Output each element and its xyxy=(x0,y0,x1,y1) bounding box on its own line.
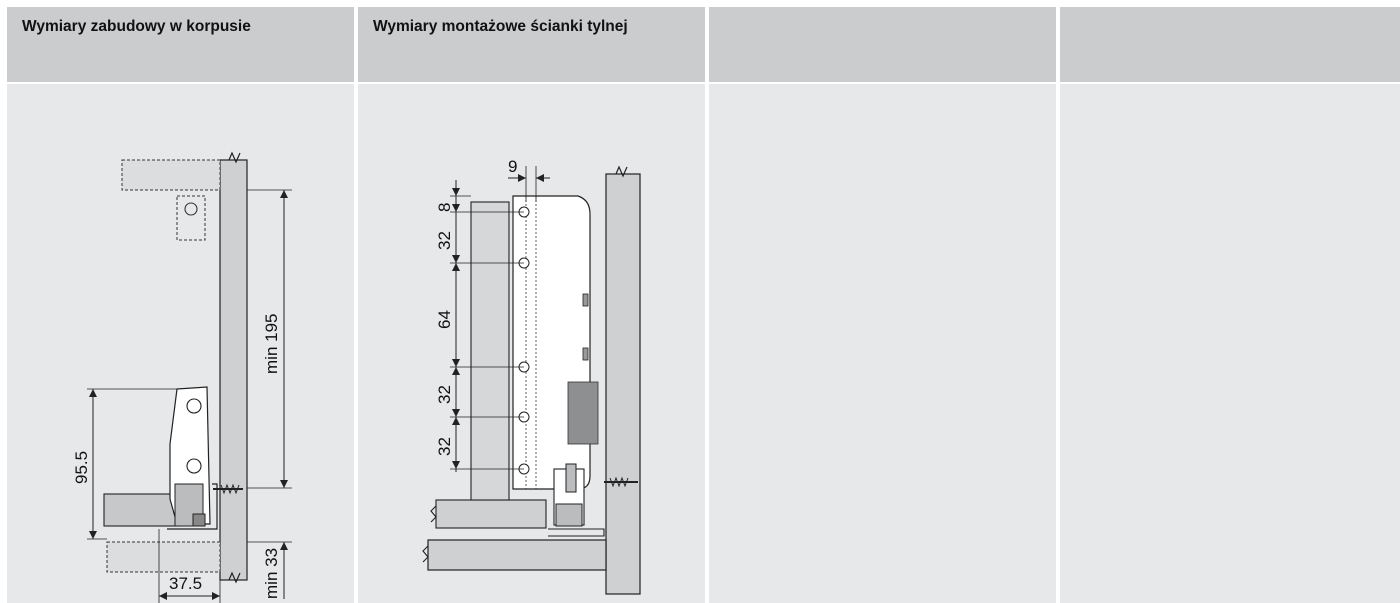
column-installation-dimensions: Wymiary zabudowy w korpusie xyxy=(7,7,354,603)
back-panel-mounting-drawing: 9 8 32 64 32 32 xyxy=(422,157,641,595)
column-title: Wymiary zabudowy w korpusie xyxy=(22,18,251,35)
column-body xyxy=(1060,84,1400,603)
cabinet-installation-drawing: min 195 min 33 95.5 37.5 xyxy=(72,151,292,603)
dimension-label: min 33 xyxy=(262,548,281,599)
dimension-label: 8 xyxy=(435,203,454,212)
column-body: 9 8 32 64 32 32 xyxy=(358,84,705,603)
column-empty-4 xyxy=(1060,7,1400,603)
dimension-label: 37.5 xyxy=(169,574,202,593)
dimension-label: 32 xyxy=(435,231,454,250)
column-title: Wymiary montażowe ścianki tylnej xyxy=(373,18,628,35)
column-header xyxy=(1060,7,1400,82)
column-header: Wymiary montażowe ścianki tylnej xyxy=(358,7,705,82)
dimension-label: 95.5 xyxy=(72,451,91,484)
dimension-label: 64 xyxy=(435,310,454,329)
dimension-label: min 195 xyxy=(262,314,281,374)
column-header: Wymiary zabudowy w korpusie xyxy=(7,7,354,82)
column-body xyxy=(709,84,1056,603)
column-back-panel-dimensions: Wymiary montażowe ścianki tylnej xyxy=(358,7,705,603)
dimension-label: 32 xyxy=(435,385,454,404)
column-header xyxy=(709,7,1056,82)
column-empty-3 xyxy=(709,7,1056,603)
column-body: min 195 min 33 95.5 37.5 xyxy=(7,84,354,603)
dimension-label: 9 xyxy=(508,157,517,176)
dimension-label: 32 xyxy=(435,437,454,456)
